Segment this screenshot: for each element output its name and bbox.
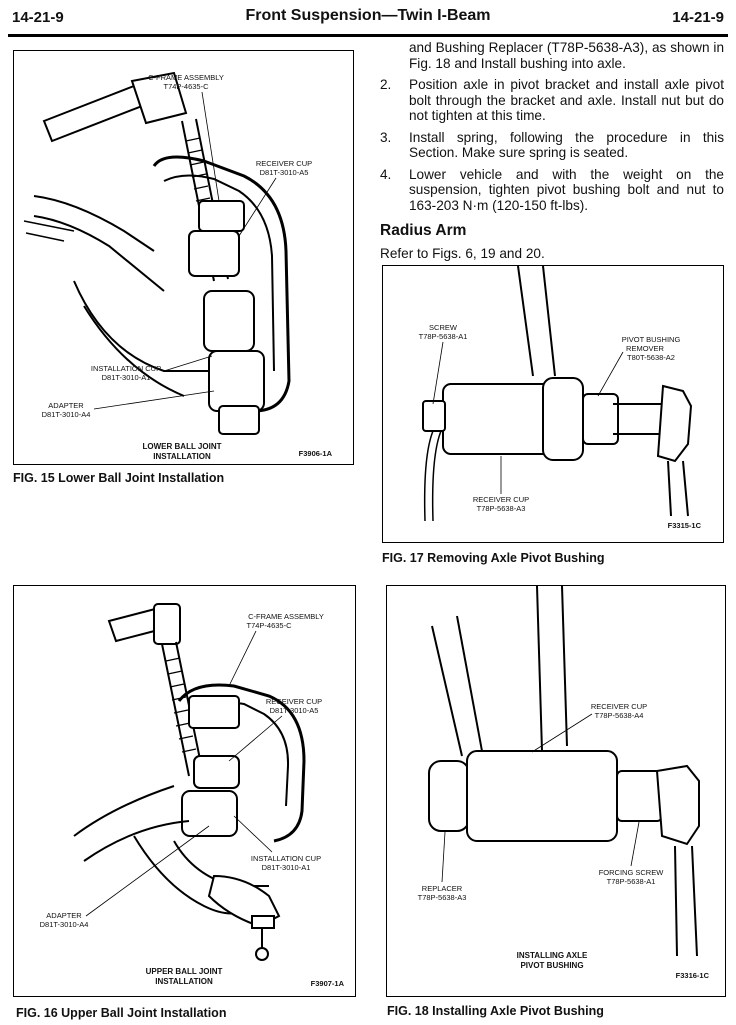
figure-18-illustration: RECEIVER CUP T78P-5638-A4 FORCING SCREW … bbox=[418, 586, 710, 980]
fig16-adapter-label: ADAPTER bbox=[46, 911, 82, 920]
step-number: 4. bbox=[380, 166, 392, 182]
figure-15-caption: FIG. 15 Lower Ball Joint Installation bbox=[13, 471, 225, 485]
fig15-adapter-label: ADAPTER bbox=[48, 401, 84, 410]
fig18-receiver-part: T78P-5638-A4 bbox=[595, 711, 644, 720]
step-item: 3. Install spring, following the procedur… bbox=[380, 130, 724, 161]
figure-17: SCREW T78P-5638-A1 PIVOT BUSHING REMOVER… bbox=[382, 265, 724, 543]
page-header: 14-21-9 Front Suspension—Twin I-Beam 14-… bbox=[12, 6, 724, 30]
fig15-install-part: D81T-3010-A1 bbox=[102, 373, 151, 382]
step-text: Install spring, following the procedure … bbox=[409, 129, 724, 161]
continued-text: and Bushing Replacer (T78P-5638-A3), as … bbox=[409, 40, 724, 71]
fig15-receiver-part: D81T-3010-A5 bbox=[260, 168, 309, 177]
fig17-screw-label: SCREW bbox=[429, 323, 458, 332]
fig16-adapter-part: D81T-3010-A4 bbox=[40, 920, 89, 929]
figure-reference: Refer to Figs. 6, 19 and 20. bbox=[380, 245, 545, 261]
figure-17-caption: FIG. 17 Removing Axle Pivot Bushing bbox=[382, 551, 605, 565]
figure-18: RECEIVER CUP T78P-5638-A4 FORCING SCREW … bbox=[386, 585, 726, 997]
fig16-receiver-label: RECEIVER CUP bbox=[266, 697, 322, 706]
fig17-receiver-label: RECEIVER CUP bbox=[473, 495, 529, 504]
fig17-remover-label2: REMOVER bbox=[626, 344, 665, 353]
fig18-forcing-part: T78P-5638-A1 bbox=[607, 877, 656, 886]
figure-17-illustration: SCREW T78P-5638-A1 PIVOT BUSHING REMOVER… bbox=[419, 266, 702, 530]
fig15-cframe-part: T74P-4635-C bbox=[163, 82, 209, 91]
figure-16-illustration: C-FRAME ASSEMBLY T74P-4635-C RECEIVER CU… bbox=[40, 603, 345, 988]
figure-18-caption: FIG. 18 Installing Axle Pivot Bushing bbox=[387, 1004, 604, 1018]
step-item: 4. Lower vehicle and with the weight on t… bbox=[380, 167, 724, 214]
fig16-receiver-part: D81T-3010-A5 bbox=[270, 706, 319, 715]
fig16-code: F3907-1A bbox=[311, 979, 345, 988]
page-number-right: 14-21-9 bbox=[672, 9, 724, 26]
fig17-receiver-part: T78P-5638-A3 bbox=[477, 504, 526, 513]
fig18-code: F3316-1C bbox=[676, 971, 710, 980]
figure-16-caption: FIG. 16 Upper Ball Joint Installation bbox=[16, 1006, 227, 1020]
fig16-title-line1: UPPER BALL JOINT bbox=[146, 967, 223, 976]
step-text: Position axle in pivot bracket and insta… bbox=[409, 77, 724, 123]
step-list: 2. Position axle in pivot bracket and ins… bbox=[380, 77, 724, 213]
fig16-cframe-part: T74P-4635-C bbox=[246, 621, 292, 630]
step-item: 2. Position axle in pivot bracket and ins… bbox=[380, 77, 724, 124]
fig18-replacer-part: T78P-5638-A3 bbox=[418, 893, 467, 902]
step-number: 2. bbox=[380, 77, 392, 92]
fig17-remover-part: T80T-5638-A2 bbox=[627, 353, 675, 362]
fig17-code: F3315-1C bbox=[668, 521, 702, 530]
fig15-title-line2: INSTALLATION bbox=[153, 452, 211, 461]
figure-15-illustration: C-FRAME ASSEMBLY T74P-4635-C RECEIVER CU… bbox=[23, 71, 333, 461]
fig18-receiver-label: RECEIVER CUP bbox=[591, 702, 647, 711]
fig18-title-line2: PIVOT BUSHING bbox=[520, 961, 583, 970]
fig18-replacer-label: REPLACER bbox=[422, 884, 463, 893]
fig15-cframe-label: C-FRAME ASSEMBLY bbox=[148, 73, 224, 82]
step-text: Lower vehicle and with the weight on the… bbox=[409, 166, 724, 213]
fig15-title-line1: LOWER BALL JOINT bbox=[143, 442, 222, 451]
fig17-remover-label: PIVOT BUSHING bbox=[622, 335, 681, 344]
header-rule bbox=[8, 34, 728, 37]
section-heading: Radius Arm bbox=[380, 222, 467, 239]
fig15-install-label: INSTALLATION CUP bbox=[91, 364, 161, 373]
page-number-left: 14-21-9 bbox=[12, 9, 64, 26]
figure-15: C-FRAME ASSEMBLY T74P-4635-C RECEIVER CU… bbox=[13, 50, 354, 465]
fig16-title-line2: INSTALLATION bbox=[155, 977, 213, 986]
fig18-forcing-label: FORCING SCREW bbox=[599, 868, 665, 877]
figure-16: C-FRAME ASSEMBLY T74P-4635-C RECEIVER CU… bbox=[13, 585, 356, 997]
fig15-adapter-part: D81T-3010-A4 bbox=[42, 410, 91, 419]
fig18-title-line1: INSTALLING AXLE bbox=[517, 951, 588, 960]
instructions-column: and Bushing Replacer (T78P-5638-A3), as … bbox=[380, 40, 724, 261]
fig15-receiver-label: RECEIVER CUP bbox=[256, 159, 312, 168]
fig16-install-part: D81T-3010-A1 bbox=[262, 863, 311, 872]
fig16-cframe-label: C-FRAME ASSEMBLY bbox=[248, 612, 324, 621]
fig15-code: F3906-1A bbox=[299, 449, 333, 458]
page-title: Front Suspension—Twin I-Beam bbox=[245, 7, 491, 24]
step-number: 3. bbox=[380, 129, 392, 145]
fig17-screw-part: T78P-5638-A1 bbox=[419, 332, 468, 341]
fig16-install-label: INSTALLATION CUP bbox=[251, 854, 321, 863]
